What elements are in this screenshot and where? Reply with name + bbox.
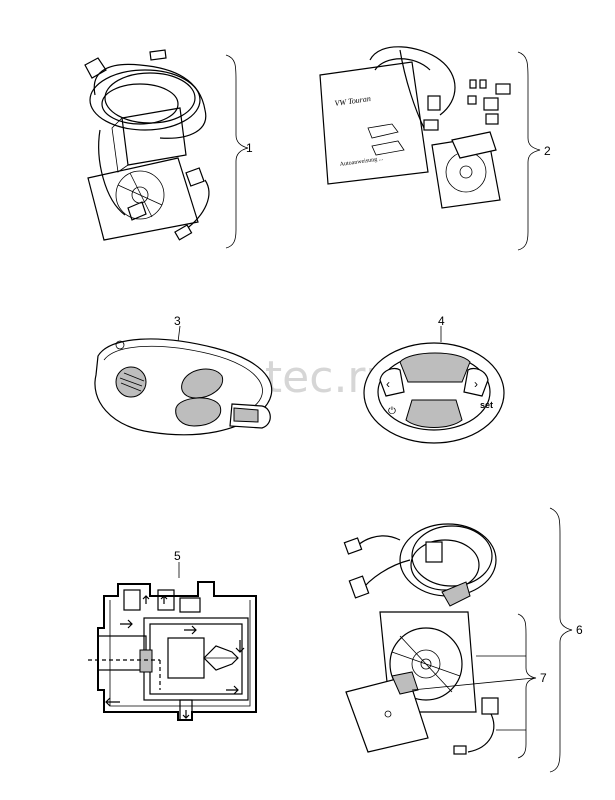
- part-4-oval-remote: ‹ › ⏻ set: [363, 326, 505, 444]
- part-label-3: 3: [174, 314, 181, 328]
- part-2-retrofit-kit: VW Touran Autoanweisung ...: [319, 46, 541, 251]
- part-label-1: 1: [246, 141, 253, 155]
- left-arrow-icon: ‹: [386, 377, 390, 391]
- part-3-remote-control: [94, 325, 273, 436]
- part-5-heater-schematic: [88, 562, 257, 721]
- part-label-2: 2: [544, 144, 551, 158]
- part-6-cable-set: [343, 507, 573, 773]
- part-label-7: 7: [540, 671, 547, 685]
- right-arrow-icon: ›: [474, 377, 478, 391]
- set-label: set: [480, 400, 493, 410]
- power-icon: ⏻: [388, 406, 396, 417]
- part-label-4: 4: [438, 314, 445, 328]
- part-1-harness-kit: [84, 49, 249, 249]
- part-label-5: 5: [174, 549, 181, 563]
- part-label-6: 6: [576, 623, 583, 637]
